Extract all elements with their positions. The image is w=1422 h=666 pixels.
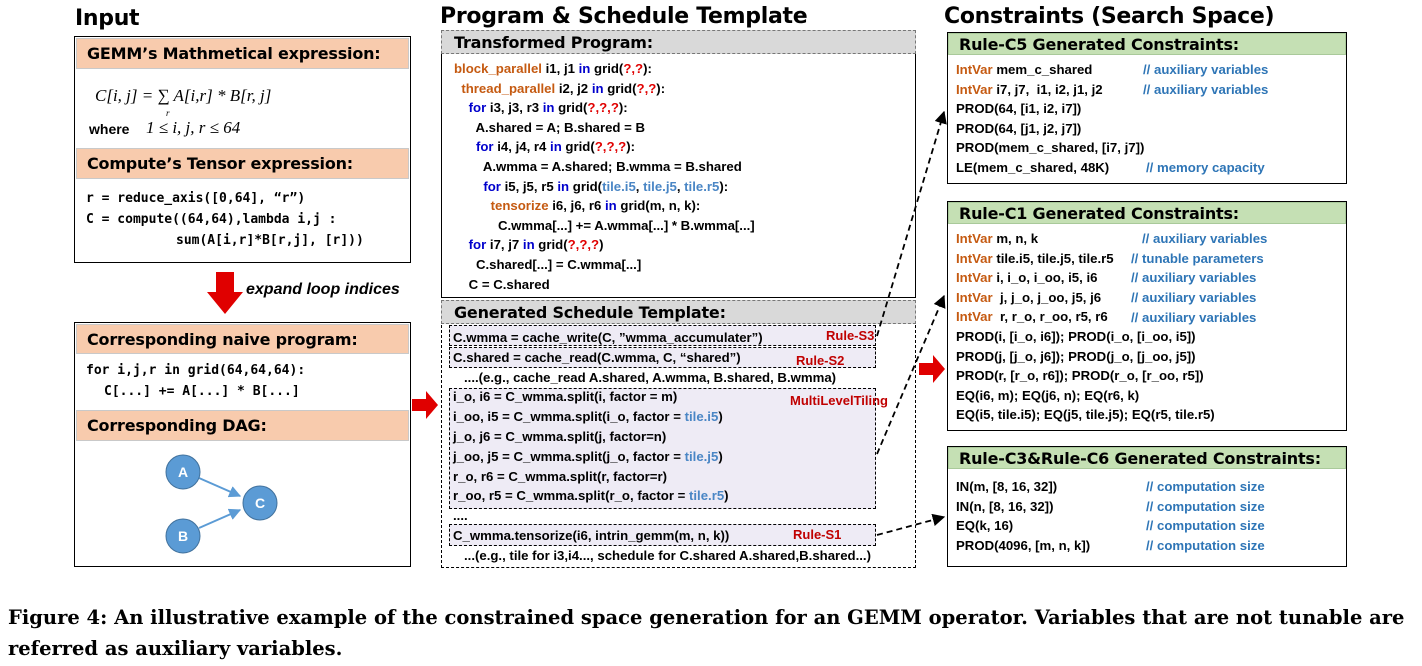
- s1-to-c3c6-arrow: [876, 513, 946, 536]
- rule-s2-label: Rule-S2: [796, 353, 845, 368]
- dag-graph: A B C: [165, 454, 278, 554]
- c1-panel: [947, 201, 1347, 431]
- schedule-header: Generated Schedule Template:: [441, 300, 916, 324]
- constraints-title: Constraints (Search Space): [944, 4, 1275, 29]
- c1-comments-b: // tunable parameters: [1131, 251, 1264, 266]
- c1-header: Rule-C1 Generated Constraints:: [948, 202, 1346, 224]
- c3c6-code: IN(m, [8, 16, 32]) IN(n, [8, 16, 32]) EQ…: [956, 479, 1091, 553]
- schedule-tensorize: C_wmma.tensorize(i6, intrin_gemm(m, n, k…: [453, 528, 730, 543]
- tensor-code: r = reduce_axis([0,64], “r”) C = compute…: [86, 188, 364, 251]
- rule-s1-label: Rule-S1: [793, 527, 842, 542]
- multileveltiling-label: MultiLevelTiling: [790, 393, 888, 408]
- template-title: Program & Schedule Template: [440, 4, 808, 29]
- dag-node-a-label: A: [178, 464, 188, 480]
- c1-comments-d: // auxiliary variables: [1131, 290, 1257, 305]
- c5-comments: // auxiliary variables // auxiliary vari…: [1143, 62, 1269, 97]
- program-header: Transformed Program:: [441, 30, 916, 54]
- c1-comments-c: // auxiliary variables: [1131, 270, 1257, 285]
- c1-comments-a: // auxiliary variables: [1142, 231, 1268, 246]
- dag-node-c: [242, 485, 278, 521]
- c3c6-header: Rule-C3&Rule-C6 Generated Constraints:: [948, 447, 1346, 469]
- expand-label: expand loop indices: [246, 281, 400, 298]
- c3c6-comments: // computation size // computation size …: [1146, 479, 1265, 553]
- tensor-header: Compute’s Tensor expression:: [76, 148, 409, 179]
- input-to-schedule-arrow: [412, 391, 438, 419]
- naive-code-line: for i,j,r in grid(64,64,64):: [86, 363, 306, 378]
- figure-caption: Figure 4: An illustrative example of the…: [8, 606, 1405, 660]
- input-title: Input: [75, 6, 140, 31]
- where-label: where: [89, 121, 130, 137]
- c5-panel: [947, 32, 1347, 184]
- rule-s3-box: [449, 325, 876, 346]
- s3-to-c5-arrow: [876, 110, 947, 337]
- connector-arrows: [412, 110, 947, 536]
- dag-header: Corresponding DAG:: [76, 410, 409, 441]
- gemm-formula: C[i, j] = ∑ A[i,r] * B[r, j]: [95, 86, 272, 105]
- rule-s2-box: [449, 347, 876, 368]
- expand-down-arrow: [207, 272, 243, 314]
- gemm-header: GEMM’s Mathmetical expression:: [76, 38, 409, 69]
- dag-node-b-label: B: [178, 528, 188, 544]
- c5-header: Rule-C5 Generated Constraints:: [948, 33, 1346, 55]
- template-to-constraints-arrow: [919, 355, 945, 383]
- c1-code: IntVar m, n, k IntVar tile.i5, tile.j5, …: [956, 231, 1215, 423]
- schedule-code: C.wmma = cache_write(C, ”wmma_accumulate…: [453, 330, 837, 524]
- naive-code-line: C[...] += A[...] * B[...]: [104, 384, 300, 399]
- naive-header: Corresponding naive program:: [76, 324, 409, 354]
- program-code: block_parallel i1, j1 in grid(?,?): thre…: [454, 61, 755, 292]
- dag-node-b: [165, 518, 201, 554]
- dag-node-c-label: C: [255, 495, 265, 511]
- tensor-code-line: r = reduce_axis([0,64], “r”): [86, 191, 306, 206]
- dag-edge-b-c: [198, 508, 242, 529]
- c1-comments-e: // auxiliary variables: [1131, 310, 1257, 325]
- rule-s3-label: Rule-S3: [826, 328, 875, 343]
- program-panel: [441, 30, 916, 298]
- where-condition: 1 ≤ i, j, r ≤ 64: [146, 118, 241, 137]
- c5-code: IntVar mem_c_shared IntVar i7, j7, i1, i…: [956, 62, 1145, 175]
- rule-s1-box: [449, 524, 876, 546]
- gemm-sum-index: r: [166, 108, 170, 118]
- c5-comment-memory: // memory capacity: [1146, 160, 1265, 175]
- tensor-code-line: C = compute((64,64),lambda i,j :: [86, 212, 337, 227]
- dag-node-a: [165, 454, 201, 490]
- naive-panel: [74, 322, 411, 567]
- schedule-note: ...(e.g., tile for i3,i4..., schedule fo…: [464, 548, 871, 563]
- multileveltiling-box: [449, 388, 876, 509]
- naive-code: for i,j,r in grid(64,64,64): C[...] += A…: [86, 360, 305, 402]
- dag-edge-a-c: [198, 477, 242, 498]
- tensor-code-line: sum(A[i,r]*B[r,j], [r])): [176, 233, 364, 248]
- tiling-to-c1-arrow: [876, 294, 946, 455]
